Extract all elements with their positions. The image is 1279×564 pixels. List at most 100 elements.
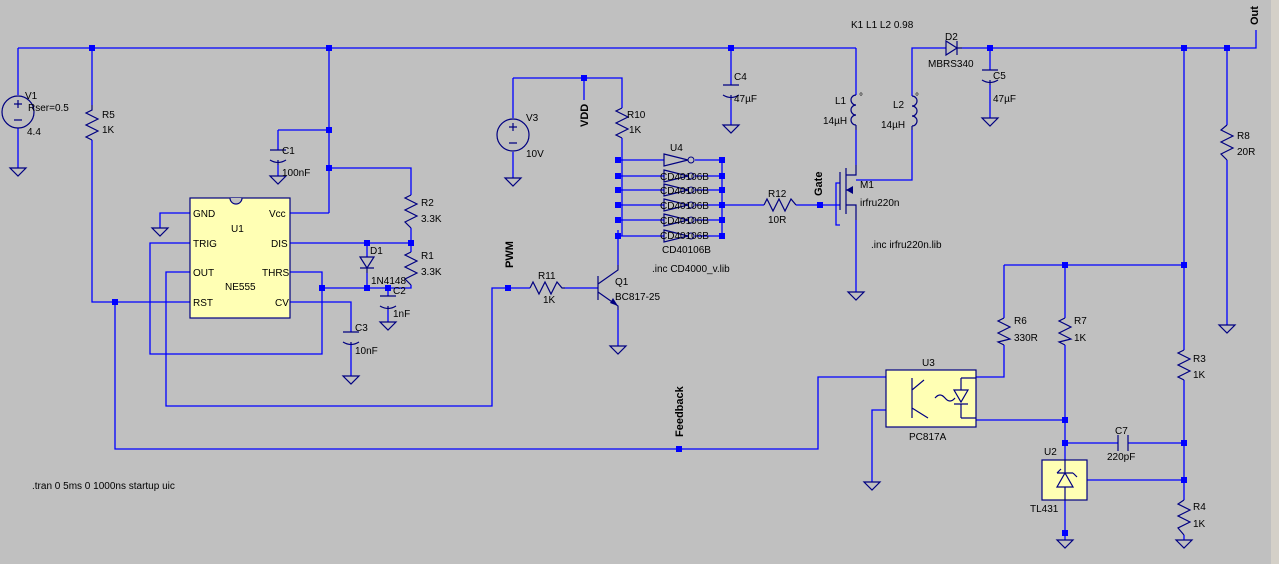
c2-label: C2 xyxy=(393,286,406,297)
u1-pin-thrs: THRS xyxy=(262,268,290,279)
v3-label: V3 xyxy=(526,113,539,124)
r6-label: R6 xyxy=(1014,316,1027,327)
u4-gate-0: CD40106B xyxy=(660,172,709,183)
r4-label: R4 xyxy=(1193,502,1206,513)
coupling-directive[interactable]: K1 L1 L2 0.98 xyxy=(851,20,914,31)
u3-part: PC817A xyxy=(909,432,947,443)
u4-gate-1: CD40106B xyxy=(660,186,709,197)
c7-value: 220pF xyxy=(1107,452,1135,463)
u1-label: U1 xyxy=(231,224,244,235)
r5-label: R5 xyxy=(102,110,115,121)
q1-part: BC817-25 xyxy=(615,292,660,303)
u2-tl431[interactable]: U2 TL431 xyxy=(1030,447,1088,515)
u1-pin-out: OUT xyxy=(193,268,214,279)
u3-label: U3 xyxy=(922,358,935,369)
m1-mosfet[interactable]: M1 irfru220n xyxy=(839,165,899,220)
v1-label: V1 xyxy=(25,91,38,102)
c5-value: 47µF xyxy=(993,94,1016,105)
v1-source[interactable]: V1 Rser=0.5 4.4 xyxy=(1,91,69,138)
l1-inductor[interactable]: ° L1 14µH xyxy=(823,92,863,130)
net-out: Out xyxy=(1249,6,1261,25)
d1-part: 1N4148 xyxy=(371,276,406,287)
u1-pin-vcc: Vcc xyxy=(269,209,286,220)
r10-value: 1K xyxy=(629,125,642,136)
u1-pin-rst: RST xyxy=(193,298,213,309)
r2-value: 3.3K xyxy=(421,214,442,225)
r5-resistor[interactable]: R5 1K xyxy=(84,105,115,141)
r5-value: 1K xyxy=(102,125,115,136)
r11-value: 1K xyxy=(543,295,556,306)
q1-transistor[interactable]: Q1 BC817-25 xyxy=(597,265,660,310)
wires xyxy=(17,30,1257,540)
c4-value: 47µF xyxy=(734,94,757,105)
net-vdd: VDD xyxy=(579,104,591,127)
u3-optocoupler[interactable]: U3 PC817A xyxy=(885,358,977,443)
l1-value: 14µH xyxy=(823,116,847,127)
u2-label: U2 xyxy=(1044,447,1057,458)
d1-label: D1 xyxy=(370,246,383,257)
r8-resistor[interactable]: R8 20R xyxy=(1219,124,1255,161)
include-irfru220n[interactable]: .inc irfru220n.lib xyxy=(871,240,942,251)
l2-value: 14µH xyxy=(881,120,905,131)
c4-capacitor[interactable]: C4 47µF xyxy=(722,72,757,105)
c2-value: 1nF xyxy=(393,309,410,320)
r2-resistor[interactable]: R2 3.3K xyxy=(403,194,442,229)
l1-label: L1 xyxy=(835,96,847,107)
q1-label: Q1 xyxy=(615,277,629,288)
tran-directive[interactable]: .tran 0 5ms 0 1000ns startup uic xyxy=(32,481,175,492)
net-gate: Gate xyxy=(813,172,825,196)
v3-source[interactable]: V3 10V xyxy=(496,113,544,160)
r7-resistor[interactable]: R7 1K xyxy=(1057,316,1087,346)
include-cd4000[interactable]: .inc CD4000_v.lib xyxy=(652,264,730,275)
m1-part: irfru220n xyxy=(860,198,899,209)
c2-capacitor[interactable]: C2 1nF xyxy=(379,286,410,320)
u4-gate-2: CD40106B xyxy=(660,201,709,212)
r1-resistor[interactable]: R1 3.3K xyxy=(403,251,442,286)
d2-diode[interactable]: D2 MBRS340 xyxy=(928,32,974,70)
c3-label: C3 xyxy=(355,323,368,334)
v1-value: 4.4 xyxy=(27,127,41,138)
r11-resistor[interactable]: R11 1K xyxy=(529,271,565,306)
r10-resistor[interactable]: R10 1K xyxy=(614,107,646,139)
r3-label: R3 xyxy=(1193,354,1206,365)
ground-symbols xyxy=(8,117,1237,549)
u1-ne555[interactable]: U1 NE555 GND Vcc TRIG DIS OUT THRS RST C… xyxy=(189,197,291,319)
r4-resistor[interactable]: R4 1K xyxy=(1176,499,1206,536)
junction-dots xyxy=(89,45,1230,536)
l2-label: L2 xyxy=(893,100,905,111)
vertical-scrollbar[interactable] xyxy=(1271,0,1279,564)
l2-inductor[interactable]: ° L2 14µH xyxy=(881,92,919,131)
d1-diode[interactable]: D1 1N4148 xyxy=(358,246,406,287)
d2-part: MBRS340 xyxy=(928,59,974,70)
v3-value: 10V xyxy=(526,149,544,160)
spice-directives: K1 L1 L2 0.98 .tran 0 5ms 0 1000ns start… xyxy=(32,20,942,492)
c1-label: C1 xyxy=(282,146,295,157)
r12-value: 10R xyxy=(768,215,786,226)
u4-inverter-array[interactable]: U4 CD40106B CD40106B CD40106B CD40106B C… xyxy=(660,143,711,256)
r6-resistor[interactable]: R6 330R xyxy=(996,316,1038,346)
u1-pin-cv: CV xyxy=(275,298,289,309)
c1-capacitor[interactable]: C1 100nF xyxy=(269,146,310,179)
r11-label: R11 xyxy=(538,271,556,282)
net-labels: Out VDD PWM Gate Feedback xyxy=(504,6,1261,437)
m1-label: M1 xyxy=(860,180,874,191)
c5-capacitor[interactable]: C5 47µF xyxy=(981,69,1016,105)
u4-gate-3: CD40106B xyxy=(660,216,709,227)
u4-gate-4: CD40106B xyxy=(660,231,709,242)
r3-resistor[interactable]: R3 1K xyxy=(1176,349,1206,381)
v1-rser: Rser=0.5 xyxy=(28,103,69,114)
d2-label: D2 xyxy=(945,32,958,43)
u2-part: TL431 xyxy=(1030,504,1059,515)
r8-value: 20R xyxy=(1237,147,1255,158)
c7-label: C7 xyxy=(1115,426,1128,437)
c3-capacitor[interactable]: C3 10nF xyxy=(342,323,378,357)
r12-resistor[interactable]: R12 10R xyxy=(763,189,797,226)
c7-capacitor[interactable]: C7 220pF xyxy=(1107,426,1135,463)
r7-value: 1K xyxy=(1074,333,1087,344)
net-pwm: PWM xyxy=(504,241,516,268)
u1-pin-gnd: GND xyxy=(193,209,215,220)
r8-label: R8 xyxy=(1237,131,1250,142)
r4-value: 1K xyxy=(1193,519,1206,530)
